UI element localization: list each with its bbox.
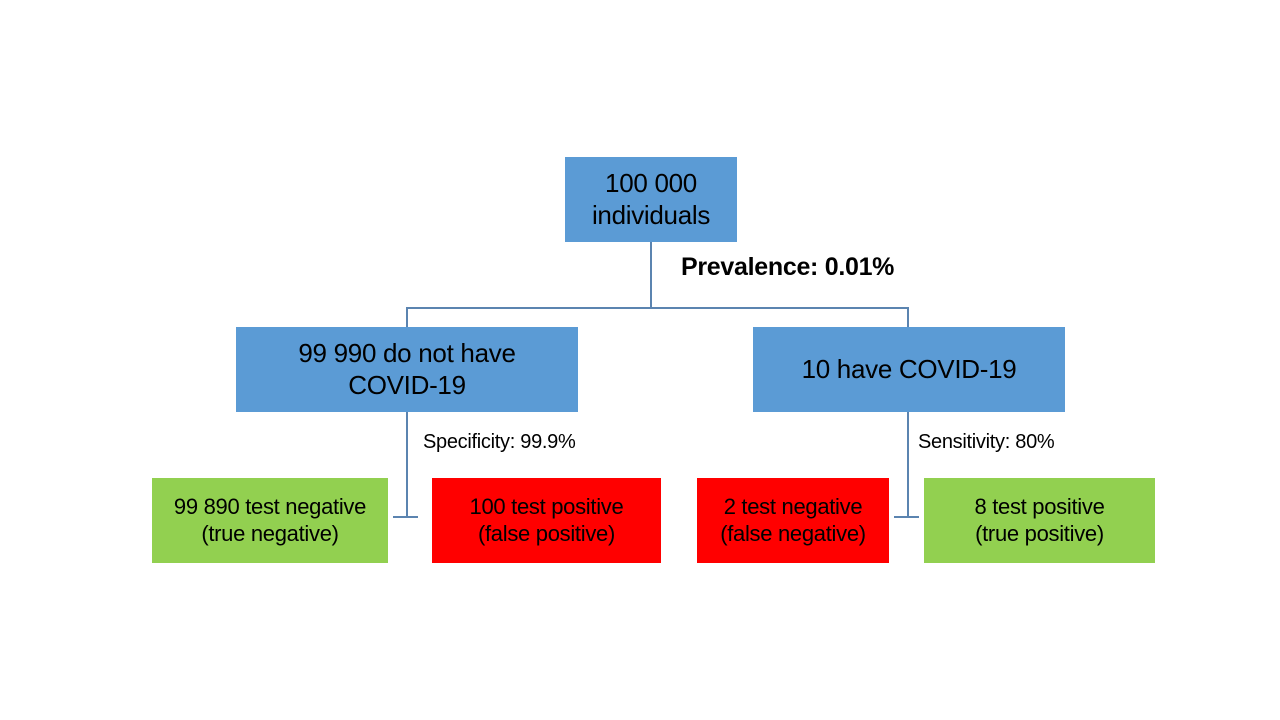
connector-left-branch-vertical [406, 412, 408, 518]
node-true-positive: 8 test positive (true positive) [924, 478, 1155, 563]
connector-left-crossbar [393, 516, 418, 518]
connector-right-crossbar [894, 516, 919, 518]
node-false-negative: 2 test negative (false negative) [697, 478, 889, 563]
connector-root-vertical [650, 242, 652, 308]
label-prevalence: Prevalence: 0.01% [681, 253, 895, 281]
connector-right-stub-vertical [907, 307, 909, 327]
connector-left-stub-vertical [406, 307, 408, 327]
node-no-covid: 99 990 do not have COVID-19 [236, 327, 578, 412]
label-specificity: Specificity: 99.9% [423, 431, 576, 453]
label-sensitivity: Sensitivity: 80% [918, 431, 1055, 453]
node-false-positive: 100 test positive (false positive) [432, 478, 661, 563]
connector-top-horizontal [406, 307, 909, 309]
node-true-negative: 99 890 test negative (true negative) [152, 478, 388, 563]
connector-right-branch-vertical [907, 412, 909, 518]
node-total-individuals: 100 000 individuals [565, 157, 737, 242]
node-have-covid: 10 have COVID-19 [753, 327, 1065, 412]
